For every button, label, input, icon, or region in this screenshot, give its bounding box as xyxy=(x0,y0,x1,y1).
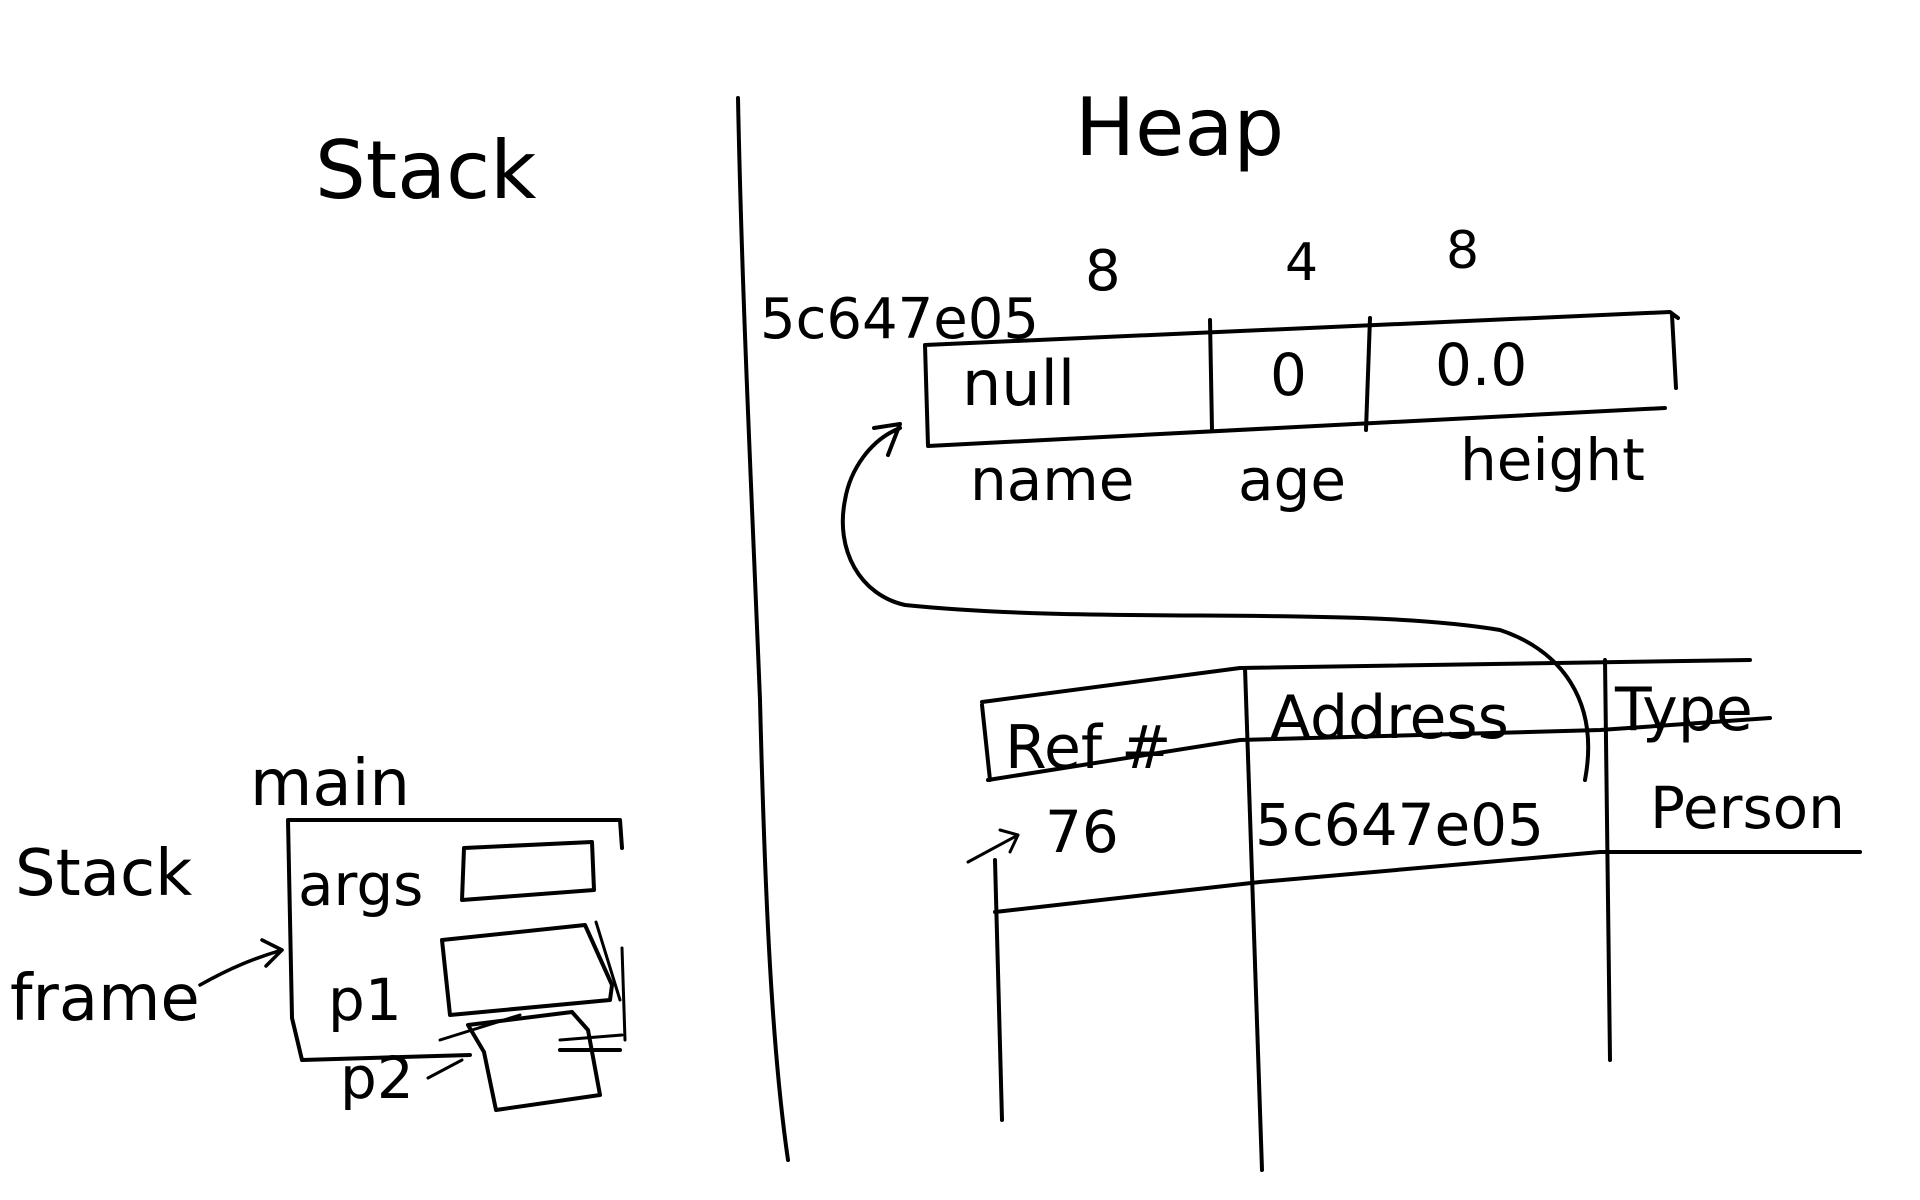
heap-object-box xyxy=(923,310,1680,448)
ref-table-header-ref: Ref # xyxy=(1005,713,1171,783)
p2-slot xyxy=(466,1010,602,1112)
ref-table-row: 76 5c647e05 Person xyxy=(1045,774,1845,866)
heap-field-value-height: 0.0 xyxy=(1435,331,1527,399)
ref-table-top-line xyxy=(980,658,1752,704)
p2-slot-sketch xyxy=(426,1013,624,1080)
ref-table-header-address: Address xyxy=(1270,683,1509,753)
ref-table-cell-address: 5c647e05 xyxy=(1255,791,1544,859)
ref-table-col-1 xyxy=(1243,666,1264,1172)
heap-object-divider-2 xyxy=(1364,316,1372,432)
heap-field-name-age: age xyxy=(1238,446,1346,514)
stack-frame-name: main xyxy=(250,747,410,821)
ref-table-cell-ref: 76 xyxy=(1045,798,1119,866)
heap-field-size-height: 8 xyxy=(1446,221,1479,281)
ref-table-row-line xyxy=(993,850,1862,914)
heap-field-size-age: 4 xyxy=(1285,233,1318,293)
ref-row-pointer-arrow xyxy=(966,828,1020,864)
reference-curve-arrowhead xyxy=(872,422,902,457)
heap-title: Heap xyxy=(1075,81,1284,174)
stack-var-args: args xyxy=(298,851,423,919)
ref-table-header-line xyxy=(986,716,1772,782)
stack-var-p1: p1 xyxy=(328,966,402,1034)
heap-field-value-name: null xyxy=(962,347,1075,420)
stack-frame-label-line1: Stack xyxy=(15,837,192,911)
heap-field-value-age: 0 xyxy=(1270,341,1307,409)
p1-slot-sketch xyxy=(594,920,627,1042)
ref-table-header-type: Type xyxy=(1614,675,1753,745)
args-slot xyxy=(460,840,596,902)
heap-field-name-name: name xyxy=(970,446,1134,514)
p1-slot xyxy=(440,923,614,1017)
stack-var-p2: p2 xyxy=(340,1044,414,1112)
stack-frame-label-line2: frame xyxy=(10,962,200,1036)
ref-table-col-2 xyxy=(1603,658,1612,1062)
frame-pointer-arrowhead xyxy=(260,938,284,968)
reference-curve-arrow xyxy=(840,426,1591,782)
heap-object-divider-1 xyxy=(1208,318,1214,432)
heap-field-name-height: height xyxy=(1460,426,1645,494)
ref-table-cell-type: Person xyxy=(1650,774,1845,842)
stack-title: Stack xyxy=(315,124,537,217)
frame-pointer-arrow xyxy=(198,948,284,987)
stack-heap-divider xyxy=(736,96,790,1162)
heap-field-size-name: 8 xyxy=(1085,239,1121,304)
ref-table-col-left xyxy=(980,703,1004,1122)
